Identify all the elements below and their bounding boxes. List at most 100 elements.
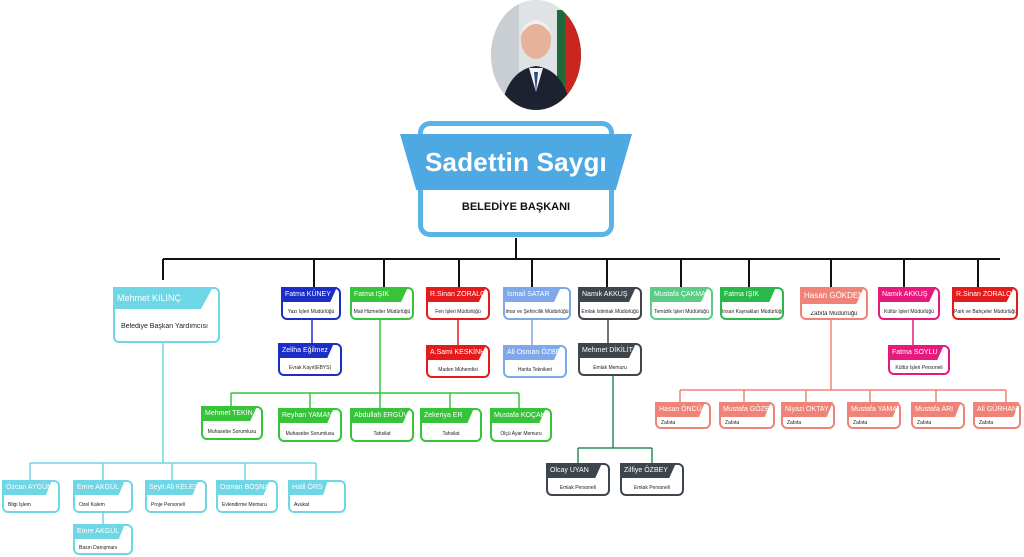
card-role: Muhasebe Sorumlusu	[285, 431, 335, 437]
card-name: Hasan GÖKDENİZ	[800, 287, 864, 304]
card-role: Proje Personeli	[151, 502, 185, 508]
card-name: Mustafa YAMAN	[847, 402, 899, 417]
card-role: İmar ve Şehircilik Müdürlüğü	[505, 309, 569, 315]
card-mustafa-yaman[interactable]: Mustafa YAMAN Zabıta	[847, 402, 901, 429]
card-role: Maden Mühendisi	[438, 367, 478, 373]
card-fatma-kuney[interactable]: Fatma KÜNEY Yazı İşleri Müdürlüğü	[281, 287, 341, 320]
card-name: Mehmet DİKİLİTAŞ	[578, 343, 636, 358]
card-role: İnsan Kaynakları Müdürlüğü	[722, 309, 782, 315]
card-ali-osman-ozbek[interactable]: Ali Osman ÖZBEK Harita Teknikeri	[503, 345, 567, 378]
card-role: Emlak Personeli	[633, 485, 671, 491]
card-ozcan-aygun[interactable]: Özcan AYGÜN Bilgi İşlem	[2, 480, 60, 513]
card-role: Kültür İşleri Müdürlüğü	[883, 309, 935, 315]
card-name: Hasan ÖNCÜ	[655, 402, 705, 417]
card-halil-oris[interactable]: Halil ÖRS Avukat	[288, 480, 346, 513]
card-zeliha-egilmez[interactable]: Zeliha Eğilmez Evrak Kayıt(EBYS)	[278, 343, 342, 376]
card-role: Zabıta	[661, 420, 676, 426]
card-role: Özel Kalem	[79, 502, 105, 508]
card-abdullah-erguven[interactable]: Abdullah ERGÜVEN Tahsilat	[350, 408, 414, 442]
card-name: Mustafa GÖZET	[719, 402, 771, 417]
card-name: Reyhan YAMAN	[278, 408, 334, 423]
card-name: Emre AKGÜL	[73, 524, 125, 539]
card-reyhan-yaman[interactable]: Reyhan YAMAN Muhasebe Sorumlusu	[278, 408, 342, 442]
card-namik-akkus-emlak[interactable]: Namık AKKUŞ Emlak İstimlak Müdürlüğü	[578, 287, 642, 320]
card-mustafa-cakmak[interactable]: Mustafa ÇAKMAK Temizlik İşleri Müdürlüğü	[650, 287, 713, 320]
card-role: Zabıta	[979, 420, 994, 426]
card-role: Emlak Personeli	[559, 485, 597, 491]
card-mehmet-kilinc[interactable]: Mehmet KILINÇ Belediye Başkan Yardımcısı	[113, 287, 220, 343]
card-name: Namık AKKUŞ	[578, 287, 636, 302]
card-mehmet-tekin[interactable]: Mehmet TEKİN Muhasebe Sorumlusu	[201, 406, 263, 440]
card-name: Ali Osman ÖZBEK	[503, 345, 561, 360]
card-namik-akkus-kultur[interactable]: Namık AKKUŞ Kültür İşleri Müdürlüğü	[878, 287, 940, 320]
card-role: Evlendirme Memuru	[222, 502, 267, 508]
card-fatma-isik-mali[interactable]: Fatma IŞIK Mali Hizmetler Müdürlüğü	[350, 287, 414, 320]
card-role: Belediye Başkan Yardımcısı	[121, 323, 208, 330]
card-name: Namık AKKUŞ	[878, 287, 936, 302]
card-role: Muhasebe Sorumlusu	[207, 429, 257, 435]
card-name: İsmail SATAR	[503, 287, 561, 302]
card-name: R.Sinan ZORALOĞLU	[426, 287, 486, 302]
card-name: Mehmet TEKİN	[201, 406, 257, 421]
card-ismail-satar[interactable]: İsmail SATAR İmar ve Şehircilik Müdürlüğ…	[503, 287, 571, 320]
mayor-title: BELEDİYE BAŞKANI	[461, 201, 571, 213]
card-role: Zabıta	[787, 420, 802, 426]
card-role: Temizlik İşleri Müdürlüğü	[654, 309, 709, 315]
card-hasan-gokdeniz[interactable]: Hasan GÖKDENİZ Zabıta Müdürlüğü	[800, 287, 868, 320]
card-role: Emlak Memuru	[593, 365, 627, 371]
card-role: Mali Hizmetler Müdürlüğü	[353, 309, 411, 315]
card-role: Emlak İstimlak Müdürlüğü	[581, 309, 639, 315]
card-role: Zabıta	[917, 420, 932, 426]
card-name: Özcan AYGÜN	[2, 480, 52, 495]
mayor-name: Sadettin Saygı	[425, 147, 607, 177]
card-name: Fatma IŞIK	[350, 287, 408, 302]
card-emre-akgul-basin[interactable]: Emre AKGÜL Basın Danışmanı	[73, 524, 133, 555]
card-fatma-isik-insan[interactable]: Fatma IŞIK İnsan Kaynakları Müdürlüğü	[720, 287, 784, 320]
card-name: Osman BOŞNAK	[216, 480, 270, 495]
card-ali-gurhan[interactable]: Ali GÜRHAN Zabıta	[973, 402, 1021, 429]
card-role: Bilgi İşlem	[8, 502, 31, 508]
card-name: Ali GÜRHAN	[973, 402, 1019, 417]
card-zilfiye-ozbey[interactable]: Zilfiye ÖZBEY Emlak Personeli	[620, 463, 684, 496]
card-name: Zeliha Eğilmez	[278, 343, 334, 358]
card-niyazi-oktay[interactable]: Niyazi OKTAY Zabıta	[781, 402, 835, 429]
card-role: Evrak Kayıt(EBYS)	[288, 365, 332, 371]
card-name: Halil ÖRS	[288, 480, 328, 495]
card-name: Mehmet KILINÇ	[113, 287, 213, 309]
card-role: Tahsilat	[442, 431, 460, 437]
card-a-sami-keskinhali[interactable]: A.Sami KESKİNHALI Maden Mühendisi	[426, 345, 490, 378]
card-fatma-soylu[interactable]: Fatma SOYLU Kültür İşleri Personeli	[888, 345, 950, 375]
card-name: Fatma IŞIK	[720, 287, 776, 302]
card-mustafa-ari[interactable]: Mustafa ARI Zabıta	[911, 402, 965, 429]
card-role: Zabıta Müdürlüğü	[810, 311, 858, 317]
card-role: Zabıta	[853, 420, 868, 426]
card-osman-bosnak[interactable]: Osman BOŞNAK Evlendirme Memuru	[216, 480, 278, 513]
card-name: Seyit Ali KELEŞ	[145, 480, 199, 495]
card-role: Fen İşleri Müdürlüğü	[435, 309, 481, 315]
card-name: Mustafa ARI	[911, 402, 961, 417]
card-name: Zilfiye ÖZBEY	[620, 463, 676, 478]
mayor-photo	[491, 0, 581, 110]
card-name: Niyazi OKTAY	[781, 402, 833, 417]
card-emre-akgul-ozel[interactable]: Emre AKGÜL Özel Kalem	[73, 480, 133, 513]
card-zekeriya-er[interactable]: Zekeriya ER Tahsilat	[420, 408, 482, 442]
card-role: Basın Danışmanı	[79, 545, 118, 551]
card-seyit-ali-keles[interactable]: Seyit Ali KELEŞ Proje Personeli	[145, 480, 207, 513]
card-role: Park ve Bahçeler Müdürlüğü	[954, 309, 1016, 315]
mayor-banner	[400, 134, 632, 190]
card-name: Emre AKGÜL	[73, 480, 125, 495]
card-name: Zekeriya ER	[420, 408, 474, 423]
card-mustafa-gozet[interactable]: Mustafa GÖZET Zabıta	[719, 402, 775, 429]
card-mehmet-dikilitas[interactable]: Mehmet DİKİLİTAŞ Emlak Memuru	[578, 343, 642, 376]
card-hasan-oncu[interactable]: Hasan ÖNCÜ Zabıta	[655, 402, 711, 429]
card-role: Yazı İşleri Müdürlüğü	[287, 309, 335, 315]
card-r-sinan-zoraloglu-park[interactable]: R.Sinan ZORALOĞLU Park ve Bahçeler Müdür…	[952, 287, 1018, 320]
card-role: Zabıta	[725, 420, 740, 426]
card-olcay-uyan[interactable]: Olcay UYAN Emlak Personeli	[546, 463, 610, 496]
card-r-sinan-zoraloglu-fen[interactable]: R.Sinan ZORALOĞLU Fen İşleri Müdürlüğü	[426, 287, 490, 320]
card-role: Avukat	[294, 502, 310, 508]
card-name: Mustafa KOÇAK	[490, 408, 546, 423]
card-mustafa-kocak[interactable]: Mustafa KOÇAK Ölçü Ayar Memuru	[490, 408, 552, 442]
card-name: A.Sami KESKİNHALI	[426, 345, 486, 360]
